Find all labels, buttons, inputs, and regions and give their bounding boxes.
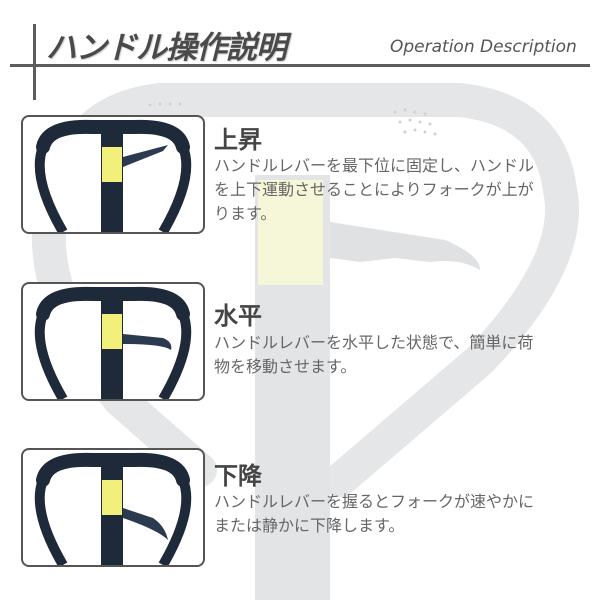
handle-horizontal-icon	[34, 286, 192, 399]
page-title: ハンドル操作説明	[46, 30, 287, 66]
lower-handle-photo	[21, 448, 205, 567]
section-desc-horizontal: ハンドルレバーを水平した状態で、簡単に荷 物を移動させます。	[214, 333, 534, 376]
section-title-horizontal: 水平	[214, 302, 262, 330]
section-desc-lower: ハンドルレバーを握るとフォークが速やかに または静かに下降します。	[214, 492, 535, 535]
raise-handle-photo	[21, 115, 205, 234]
handle-raised-icon	[34, 119, 192, 232]
horizontal-handle-photo	[21, 282, 205, 401]
section-title-raise: 上昇	[214, 126, 262, 154]
page-subtitle: Operation Description	[390, 37, 577, 57]
section-title-lower: 下降	[214, 462, 262, 490]
header-horizontal-rule	[10, 64, 590, 67]
handle-lowered-icon	[34, 452, 192, 565]
section-desc-raise: ハンドルレバーを最下位に固定し、ハンドル を上下運動させることによりフォークが上…	[214, 156, 535, 223]
header-vertical-rule	[33, 24, 36, 100]
